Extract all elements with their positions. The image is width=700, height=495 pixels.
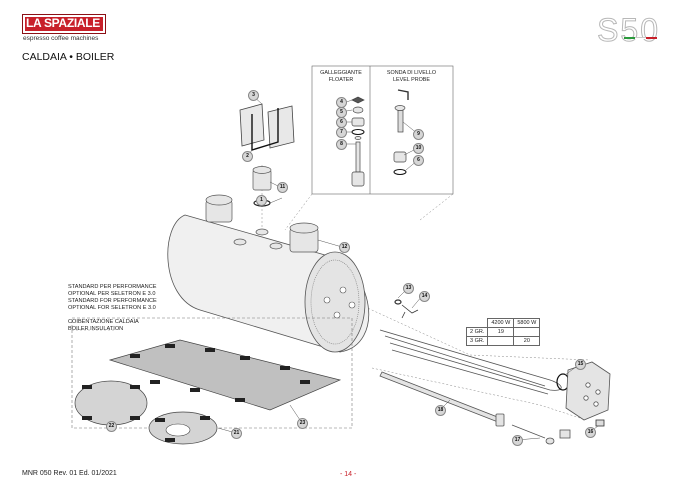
floater-label-it: GALLEGGIANTE [320,70,362,76]
table-row: 2 GR. 19 [465,327,541,337]
note-standard-performance: STANDARD PER PERFORMANCE OPTIONAL PER SE… [68,284,157,312]
note-line: BOILER INSULATION [68,326,124,332]
table-cell [513,327,541,337]
insulation-disc-22 [74,380,148,426]
bolt-16 [595,419,605,427]
flag-green-stripe [624,37,635,39]
brand-logo-text: LA SPAZIALE [25,16,101,30]
floater-parts [351,96,365,187]
brand-logo [22,14,106,34]
connector-11 [252,166,272,207]
table-header-cell: 5800 W [513,318,541,328]
table-header-cell: 4200 W [487,318,515,328]
flag-white-stripe [635,37,646,39]
heating-element [379,329,611,421]
brand-tagline: espresso coffee machines [23,35,99,42]
level-probe-label-en: LEVEL PROBE [393,77,430,83]
note-line: STANDARD FOR PERFORMANCE [68,298,157,304]
page-number: - 14 - [340,471,357,478]
level-probe-label-it: SONDA DI LIVELLO [386,70,437,76]
guide-lines [72,165,591,419]
item-13-14 [394,299,419,319]
level-probe-inset-header: SONDA DI LIVELLO LEVEL PROBE [370,70,453,84]
table-row-label: 2 GR. [465,327,489,337]
note-line: OPTIONAL PER SELETRON E 3.0 [68,291,156,297]
boiler-tank [167,214,370,353]
insulation-ring-21 [148,411,218,445]
section-title: CALDAIA • BOILER [22,51,115,63]
boiler-fittings [205,194,319,253]
table-header-row: 4200 W 5800 W [467,318,541,328]
table-cell [487,336,515,346]
rod-18 [379,371,505,427]
note-line: COIBENTAZIONE CALDAIA [68,319,139,325]
table-cell: 20 [513,336,541,346]
power-table: 4200 W 5800 W 2 GR. 19 3 GR. 20 [465,318,541,346]
note-insulation: COIBENTAZIONE CALDAIA BOILER INSULATION [68,319,139,333]
clip-bracket-2-3 [239,103,295,151]
table-corner [467,319,488,328]
note-line: STANDARD PER PERFORMANCE [68,284,157,290]
flag-red-stripe [646,37,657,39]
inset-frame [311,65,454,195]
model-name: S50 [597,12,660,49]
note-line: OPTIONAL FOR SELETRON E 3.0 [68,305,156,311]
probe-17 [511,424,571,445]
table-row: 3 GR. 20 [465,336,541,346]
level-probe-parts [393,89,409,175]
table-cell: 19 [487,327,515,337]
table-row-label: 3 GR. [465,336,489,346]
document-reference: MNR 050 Rev. 01 Ed. 01/2021 [22,470,117,477]
floater-label-en: FLOATER [328,77,354,83]
floater-inset-header: GALLEGGIANTE FLOATER [312,70,370,84]
